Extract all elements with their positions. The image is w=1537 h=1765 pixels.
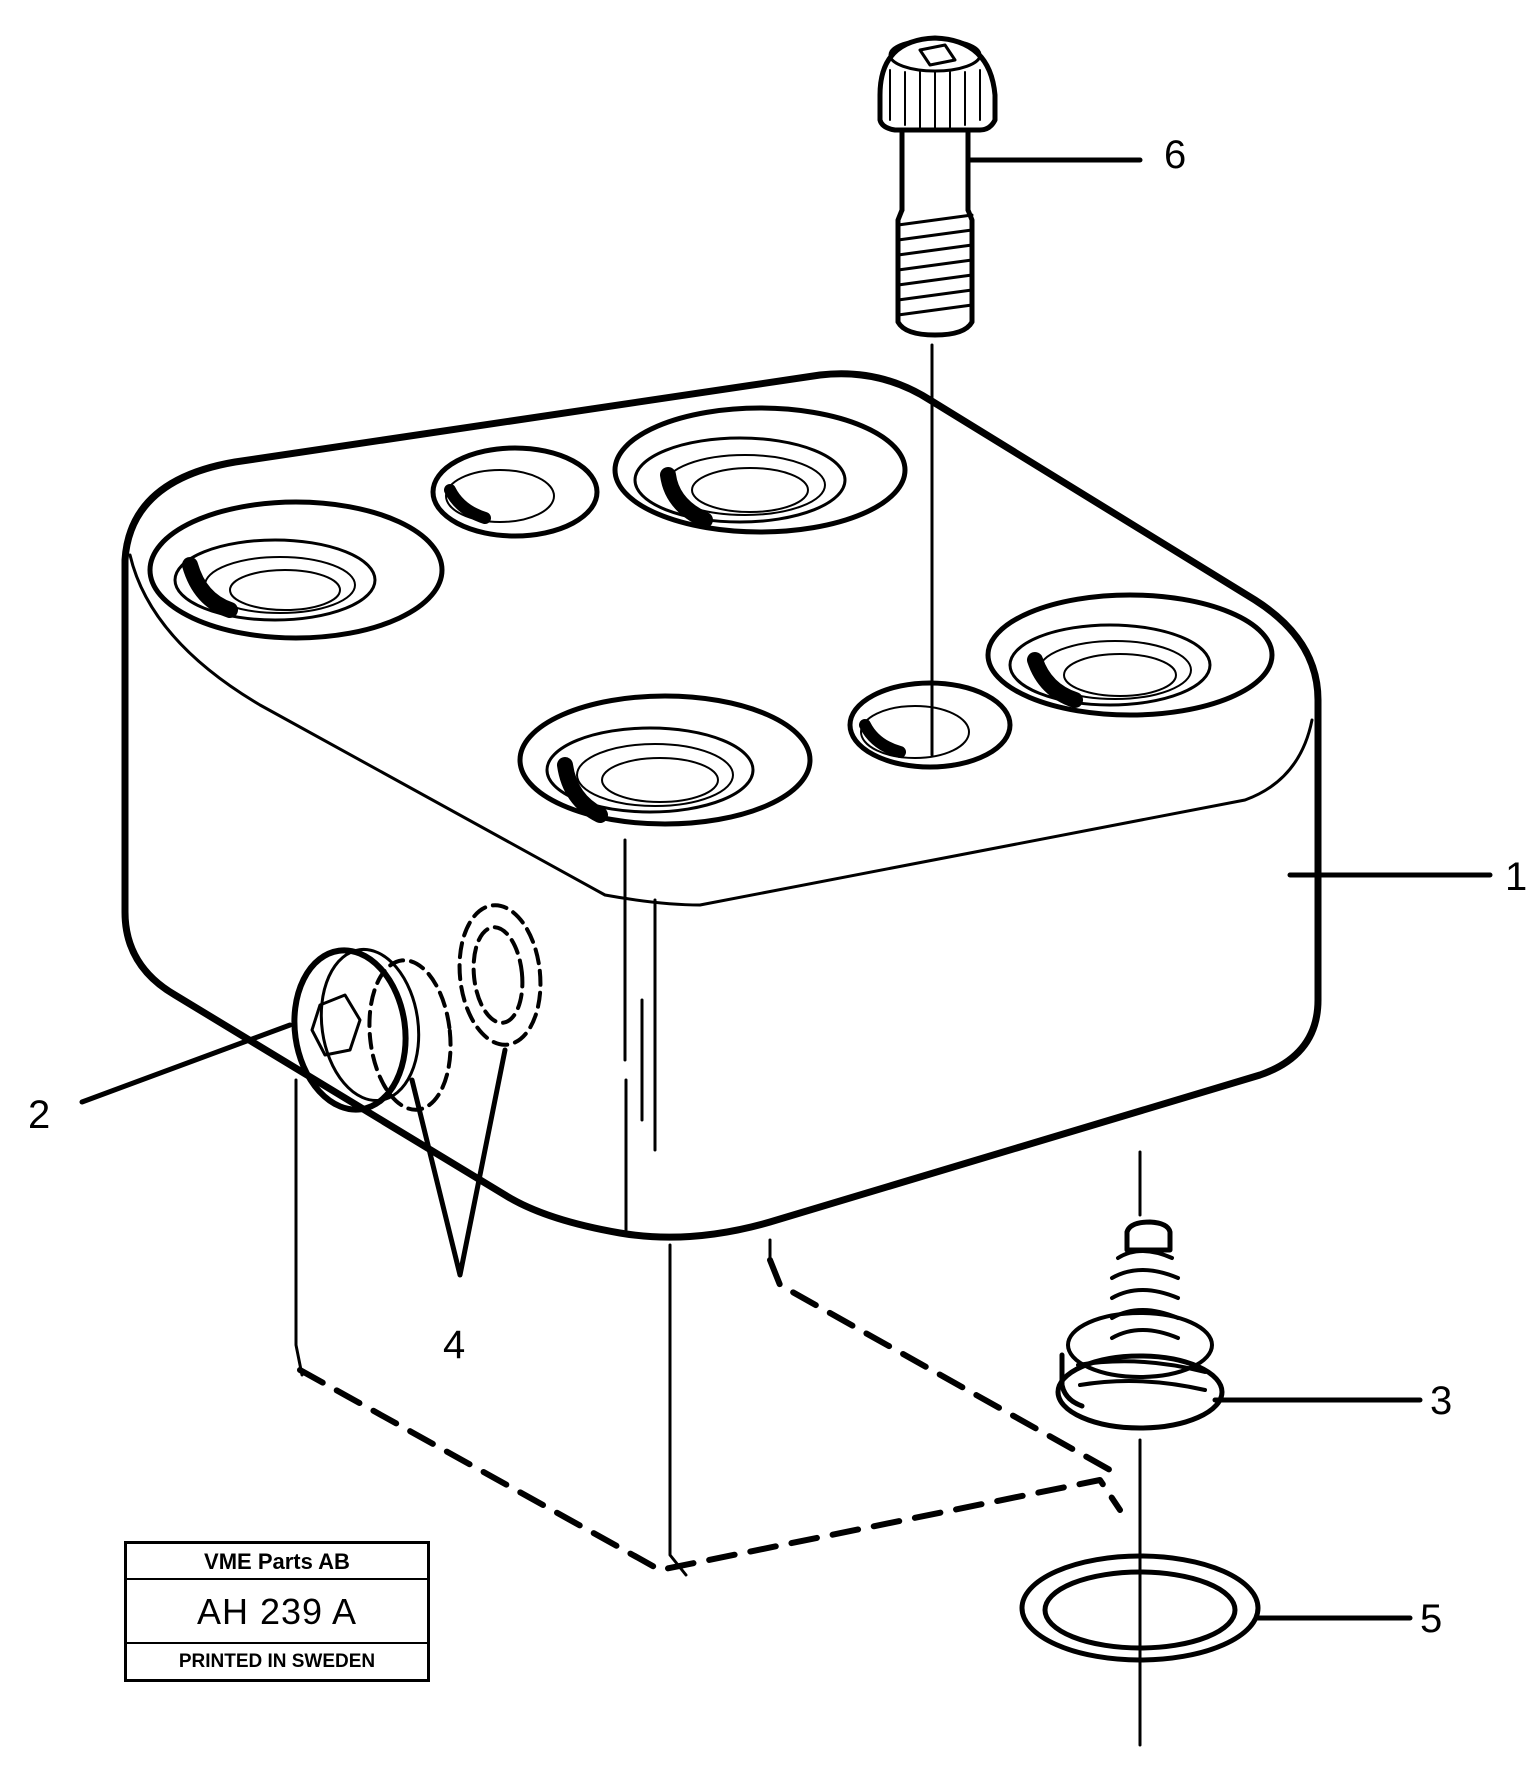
top-port-rear	[612, 405, 908, 535]
lower-body-edges	[294, 1078, 772, 1577]
plug	[291, 947, 421, 1113]
valve-insert	[1055, 1219, 1225, 1431]
company-name: VME Parts AB	[127, 1544, 427, 1580]
leader-lines	[79, 157, 1493, 1621]
top-port-front	[517, 693, 813, 827]
callout-1: 1	[1505, 855, 1527, 899]
top-port-left	[147, 499, 445, 641]
top-port-small-front	[847, 680, 1013, 770]
title-block: VME Parts AB AH 239 A PRINTED IN SWEDEN	[124, 1541, 430, 1682]
callout-6: 6	[1164, 133, 1186, 177]
printed-in: PRINTED IN SWEDEN	[178, 1651, 376, 1672]
top-port-small-rear	[430, 445, 600, 539]
valve-block	[121, 370, 1322, 1241]
hidden-lower-body	[297, 1257, 1123, 1573]
callout-3: 3	[1430, 1379, 1452, 1423]
callout-2: 2	[28, 1093, 50, 1137]
drawing-code: AH 239 A	[127, 1580, 427, 1644]
seal-washers	[367, 903, 543, 1112]
callout-5: 5	[1420, 1597, 1442, 1641]
callout-4: 4	[443, 1323, 465, 1367]
top-port-right	[985, 592, 1275, 718]
cap-screw	[877, 35, 998, 338]
